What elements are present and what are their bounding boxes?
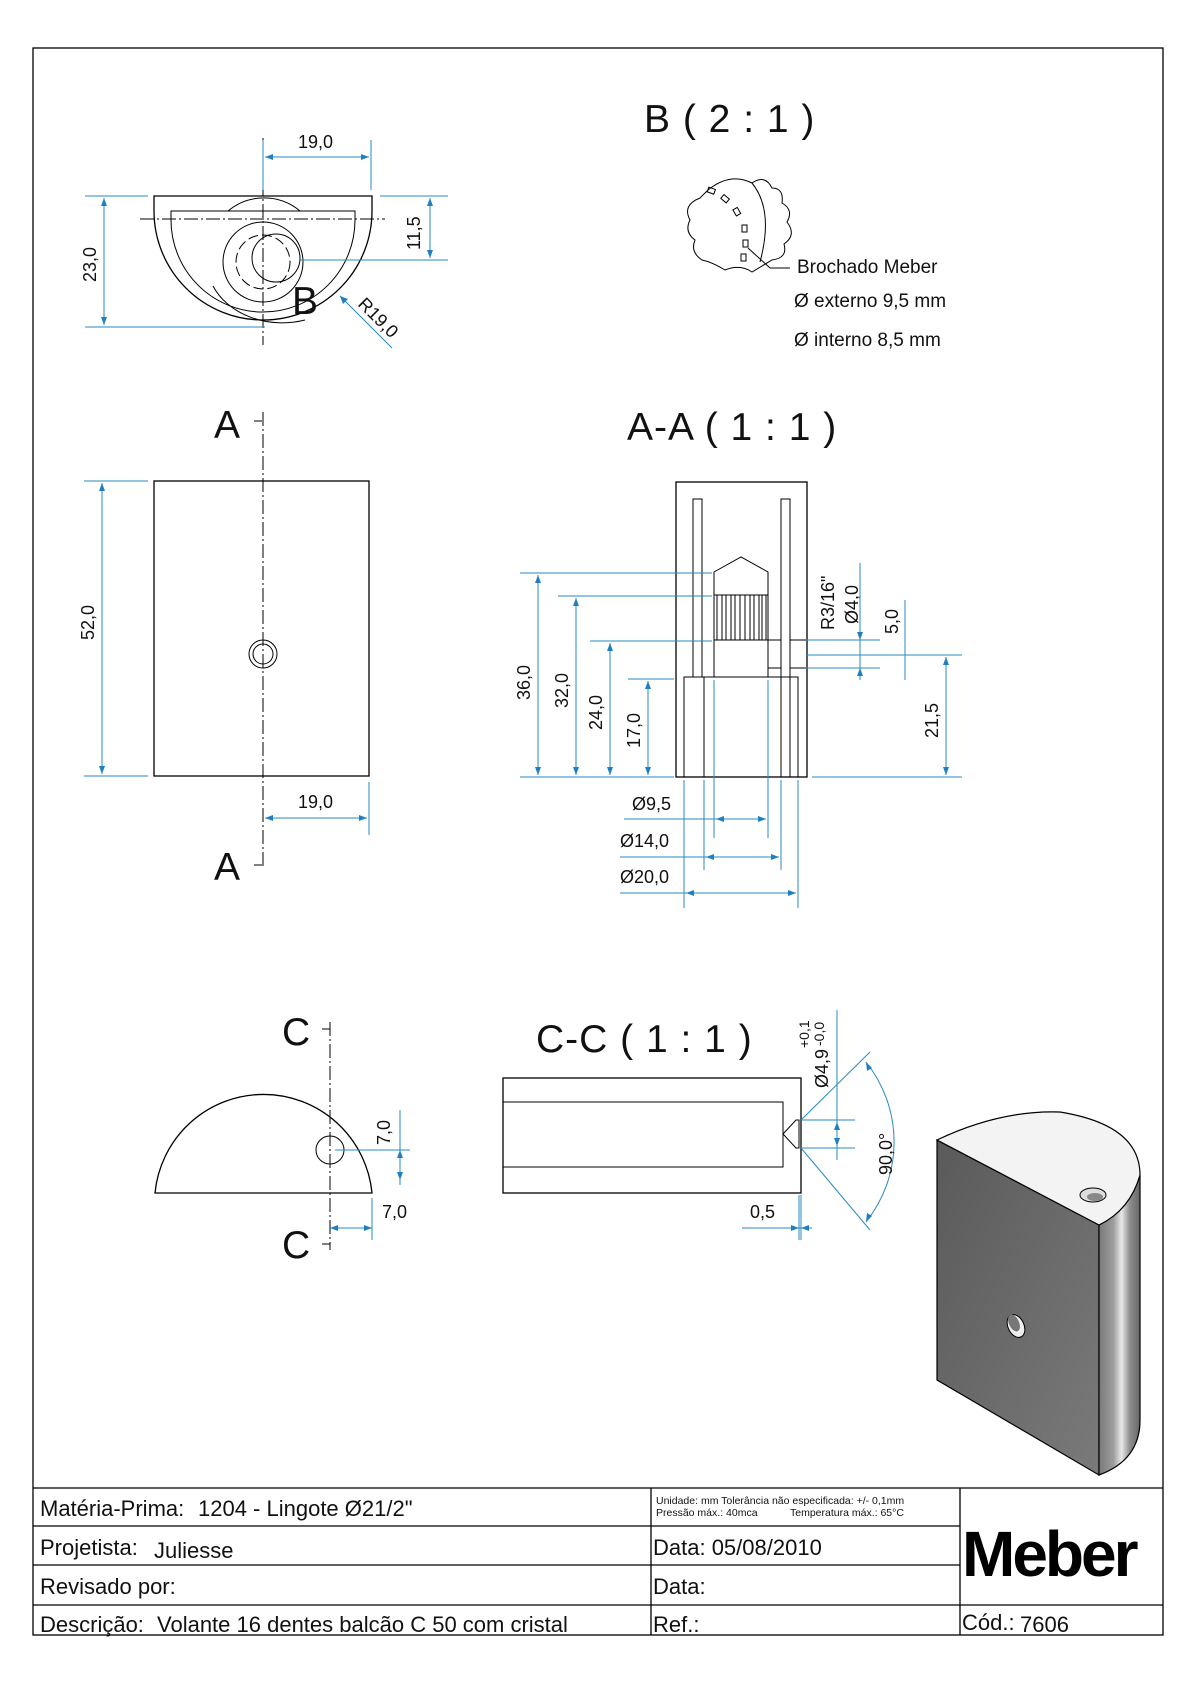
angle-arc [865, 1061, 895, 1223]
dim-front-52: 52,0 [78, 605, 98, 640]
notes-line-2b: Temperatura máx.: 65°C [790, 1507, 904, 1519]
dim-aa-24: 24,0 [586, 695, 606, 730]
broach-note-title: Brochado Meber [797, 257, 938, 278]
dim-cc-tol-minus: -0,0 [811, 1022, 827, 1046]
dim-front-19: 19,0 [298, 792, 333, 812]
broach-note-internal: Ø interno 8,5 mm [794, 330, 941, 351]
section-aa-view: A-A ( 1 : 1 ) [514, 406, 962, 908]
dim-top-23: 23,0 [80, 247, 100, 282]
front-view-hole [248, 639, 278, 669]
front-view: A A 52,0 19,0 [78, 404, 370, 889]
dim-aa-d14: Ø14,0 [620, 831, 669, 851]
dim-top-19: 19,0 [298, 132, 333, 152]
section-cc-title: C-C ( 1 : 1 ) [536, 1018, 753, 1061]
dim-aa-36: 36,0 [514, 665, 534, 700]
section-c-marker-top: C [282, 1011, 310, 1054]
top-view-outline [153, 195, 373, 321]
projetista-value: Juliesse [154, 1538, 233, 1563]
section-aa-title: A-A ( 1 : 1 ) [627, 406, 837, 449]
dim-cc-hole: Ø4,9 [812, 1049, 832, 1088]
detail-b-view: B ( 2 : 1 ) Brochado Meber Ø externo 9,5… [644, 98, 946, 351]
materia-prima-label: Matéria-Prima: [40, 1496, 184, 1521]
dim-top-11-5: 11,5 [404, 216, 424, 250]
detail-b-title: B ( 2 : 1 ) [644, 98, 815, 141]
dim-aa-17: 17,0 [624, 713, 644, 748]
notes-line-2a: Pressão máx.: 40mca [656, 1507, 758, 1519]
broach-core [713, 556, 769, 678]
descricao-value: Volante 16 dentes balcão C 50 com crista… [157, 1612, 568, 1637]
isometric-view [935, 1111, 1141, 1477]
dim-aa-d9-5: Ø9,5 [632, 794, 671, 814]
top-view-inner-outline [170, 210, 356, 313]
side-c-outline [154, 1093, 373, 1194]
dim-aa-thread: R3/16" [818, 576, 838, 630]
dim-cc-angle: 90,0° [876, 1133, 896, 1175]
dim-aa-21-5: 21,5 [922, 703, 942, 738]
section-a-marker-top: A [214, 404, 240, 447]
section-a-marker-bottom: A [214, 846, 240, 889]
descricao-label: Descrição: [40, 1612, 144, 1637]
broach-note-external: Ø externo 9,5 mm [794, 291, 946, 312]
top-view-hole [251, 233, 301, 283]
revisado-label: Revisado por: [40, 1574, 176, 1599]
section-c-marker-bottom: C [282, 1224, 310, 1267]
broach-outline [687, 178, 792, 273]
drawing-frame [32, 47, 1164, 1636]
dim-c-horizontal-7: 7,0 [382, 1202, 407, 1222]
top-view: 19,0 23,0 11,5 R19,0 B [80, 132, 448, 349]
dim-cc-tol-plus: +0,1 [796, 1020, 812, 1048]
section-cc-body [502, 1077, 802, 1194]
dim-aa-d20: Ø20,0 [620, 867, 669, 887]
ref-label: Ref.: [653, 1612, 699, 1637]
data-projeto: Data: 05/08/2010 [653, 1535, 822, 1560]
meber-logo: Meber [962, 1518, 1138, 1590]
materia-prima-value: 1204 - Lingote Ø21/2" [198, 1496, 413, 1521]
codigo-value: 7606 [1020, 1612, 1069, 1637]
dim-aa-hole: Ø4,0 [842, 585, 862, 624]
dim-aa-32: 32,0 [552, 673, 572, 708]
section-cc-view: C-C ( 1 : 1 ) Ø4,9 +0,1 -0,0 90,0° 0,5 [502, 1010, 896, 1240]
front-view-outline [153, 480, 370, 777]
notes-line-1: Unidade: mm Tolerância não especificada:… [656, 1495, 904, 1507]
projetista-label: Projetista: [40, 1535, 138, 1560]
dim-cc-depth: 0,5 [750, 1202, 775, 1222]
codigo-label: Cód.: [962, 1610, 1015, 1635]
side-c-view: C C 7,0 7,0 [154, 1011, 410, 1267]
dim-aa-5: 5,0 [882, 609, 902, 634]
data-revisao: Data: [653, 1574, 706, 1599]
detail-b-marker: B [292, 280, 318, 323]
title-block: Matéria-Prima: 1204 - Lingote Ø21/2" Pro… [33, 1487, 1163, 1637]
section-aa-body [675, 481, 808, 778]
dim-c-vertical-7: 7,0 [374, 1120, 394, 1145]
